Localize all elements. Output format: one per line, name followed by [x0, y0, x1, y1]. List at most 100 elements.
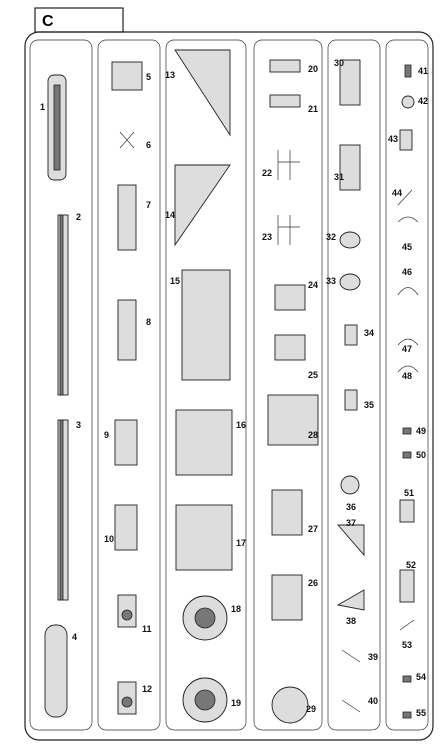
- part-32-shape: [339, 231, 361, 249]
- part-42-shape: [401, 95, 415, 109]
- part-label-29: 29: [306, 704, 316, 714]
- part-label-38: 38: [346, 616, 356, 626]
- part-5-shape: [111, 61, 143, 91]
- part-1-detail: [53, 84, 61, 171]
- part-51-shape: [399, 499, 415, 523]
- part-label-1: 1: [40, 102, 45, 112]
- part-50-shape: [402, 451, 412, 459]
- part-35-shape: [344, 389, 358, 411]
- part-23-shape: [277, 215, 300, 245]
- part-44-shape: [397, 189, 413, 206]
- part-54-shape: [402, 675, 412, 683]
- part-20-shape: [269, 59, 301, 73]
- part-label-11: 11: [142, 624, 152, 634]
- part-45-shape: [397, 216, 419, 223]
- part-label-39: 39: [368, 652, 378, 662]
- part-39-shape: [341, 649, 361, 663]
- part-13-shape: [174, 49, 231, 137]
- part-26-shape: [271, 574, 303, 621]
- part-46-shape: [397, 287, 419, 296]
- part-49-shape: [402, 427, 412, 435]
- part-label-52: 52: [406, 560, 416, 570]
- part-14-shape: [174, 164, 231, 247]
- part-4-shape: [44, 624, 68, 718]
- part-label-40: 40: [368, 696, 378, 706]
- part-label-46: 46: [402, 267, 412, 277]
- part-38-shape: [336, 589, 365, 611]
- part-2-detail: [59, 214, 64, 396]
- part-label-26: 26: [308, 578, 318, 588]
- part-label-14: 14: [165, 210, 175, 220]
- part-labels: 1 2 3 4 5 6 7 8 9 10 11 12 13 14 15 16 1…: [40, 58, 428, 718]
- part-label-4: 4: [72, 632, 77, 642]
- part-label-34: 34: [364, 328, 374, 338]
- part-label-45: 45: [402, 242, 412, 252]
- part-18-detail: [194, 607, 216, 629]
- part-label-5: 5: [146, 72, 151, 82]
- part-label-33: 33: [326, 276, 336, 286]
- column-frame-2: [97, 39, 161, 731]
- sprue-letter: C: [42, 13, 54, 30]
- part-19-detail: [194, 689, 216, 711]
- part-11-detail: [121, 609, 133, 621]
- part-47-shape: [397, 338, 419, 346]
- part-label-22: 22: [262, 168, 272, 178]
- part-label-9: 9: [104, 430, 109, 440]
- part-label-10: 10: [104, 534, 114, 544]
- column-frame-6: [385, 39, 429, 731]
- part-label-28: 28: [308, 430, 318, 440]
- part-label-17: 17: [236, 538, 246, 548]
- part-label-15: 15: [170, 276, 180, 286]
- part-label-54: 54: [416, 672, 426, 682]
- part-label-35: 35: [364, 400, 374, 410]
- part-label-23: 23: [262, 232, 272, 242]
- part-label-24: 24: [308, 280, 318, 290]
- part-40-shape: [341, 699, 361, 713]
- part-36-shape: [340, 475, 360, 495]
- column-frame-1: [29, 39, 93, 731]
- part-37-shape: [337, 524, 365, 557]
- part-label-53: 53: [402, 640, 412, 650]
- part-label-31: 31: [334, 172, 344, 182]
- part-label-6: 6: [146, 140, 151, 150]
- part-17-shape: [175, 504, 233, 571]
- part-7-shape: [117, 184, 137, 251]
- part-label-42: 42: [418, 96, 428, 106]
- part-10-shape: [114, 504, 138, 551]
- part-12-detail: [121, 696, 133, 708]
- column-frame-5: [327, 39, 381, 731]
- part-22-shape: [277, 150, 300, 180]
- column-frame-4: [253, 39, 323, 731]
- column-frame-3: [165, 39, 247, 731]
- part-15-shape: [181, 269, 231, 381]
- part-48-shape: [397, 365, 419, 373]
- part-53-shape: [399, 619, 415, 631]
- part-label-36: 36: [346, 502, 356, 512]
- part-29-shape: [271, 686, 309, 724]
- part-label-13: 13: [165, 70, 175, 80]
- part-label-7: 7: [146, 200, 151, 210]
- part-33-shape: [339, 273, 361, 291]
- part-21-shape: [269, 94, 301, 108]
- part-55-shape: [402, 711, 412, 719]
- part-label-44: 44: [392, 188, 402, 198]
- part-41-shape: [404, 64, 412, 78]
- part-label-30: 30: [334, 58, 344, 68]
- part-label-48: 48: [402, 371, 412, 381]
- part-label-18: 18: [231, 604, 241, 614]
- sprue-frame: [24, 31, 434, 741]
- part-8-shape: [117, 299, 137, 361]
- part-label-50: 50: [416, 450, 426, 460]
- part-28-shape: [267, 394, 319, 446]
- part-label-16: 16: [236, 420, 246, 430]
- part-52-shape: [399, 569, 415, 603]
- part-6-shape: [119, 131, 135, 149]
- part-label-8: 8: [146, 317, 151, 327]
- part-34-shape: [344, 324, 358, 346]
- part-label-2: 2: [76, 212, 81, 222]
- part-27-shape: [271, 489, 303, 536]
- part-30-shape: [339, 59, 361, 106]
- part-label-55: 55: [416, 708, 426, 718]
- part-label-51: 51: [404, 488, 414, 498]
